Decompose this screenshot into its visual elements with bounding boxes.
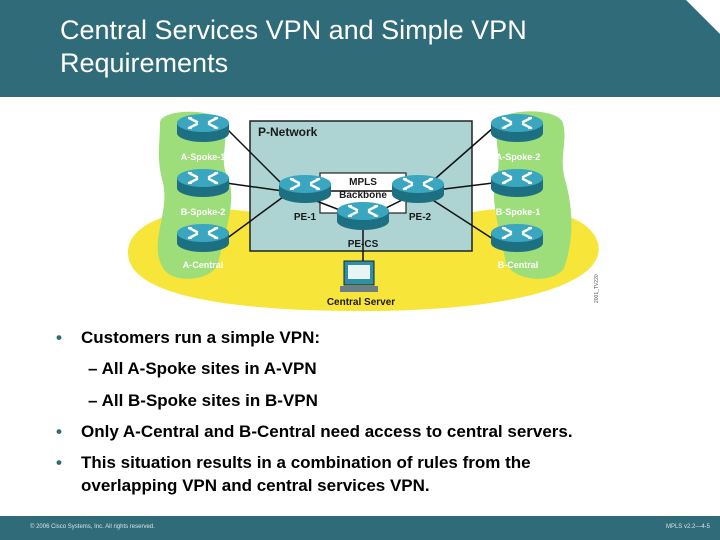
bullet-item: • Customers run a simple VPN:	[56, 326, 321, 349]
bullet-text: Customers run a simple VPN:	[81, 328, 321, 347]
copyright-text: © 2006 Cisco Systems, Inc. All rights re…	[30, 524, 155, 530]
label-mpls: MPLS	[349, 177, 377, 188]
title-corner-fold	[686, 0, 720, 34]
router-a-spoke-1-icon	[175, 112, 231, 144]
central-server-icon	[340, 260, 378, 292]
label-a-central: A-Central	[183, 260, 224, 270]
sub-bullet-item: – All B-Spoke sites in B-VPN	[88, 389, 318, 412]
footer-bar: © 2006 Cisco Systems, Inc. All rights re…	[0, 516, 720, 540]
slide-title-line-1: Central Services VPN and Simple VPN	[60, 15, 527, 45]
label-b-spoke-1: B-Spoke-1	[496, 207, 541, 217]
dash-icon: –	[88, 359, 98, 378]
label-b-central: B-Central	[498, 260, 539, 270]
router-a-spoke-2-icon	[489, 112, 545, 144]
label-pe2: PE-2	[409, 212, 432, 223]
network-diagram: P-Network MPLS Backbone PE-1 PE-2 PE-CS …	[128, 111, 600, 311]
label-pecs: PE-CS	[348, 239, 379, 250]
router-pe2-icon	[390, 173, 446, 205]
bullet-item: • This situation results in a combinatio…	[56, 451, 531, 474]
bullet-text-continued: overlapping VPN and central services VPN…	[81, 476, 430, 495]
slide-title-line-2: Requirements	[60, 48, 229, 78]
bullet-item: • Only A-Central and B-Central need acce…	[56, 420, 573, 443]
router-a-central-icon	[175, 222, 231, 254]
slide-id: MPLS v2.2—4-5	[665, 524, 710, 530]
title-bar	[0, 0, 720, 97]
label-a-spoke-1: A-Spoke-1	[181, 152, 226, 162]
sub-bullet-text: All A-Spoke sites in A-VPN	[101, 359, 317, 378]
router-pecs-icon	[335, 200, 391, 232]
router-b-central-icon	[489, 222, 545, 254]
label-central-server: Central Server	[327, 297, 395, 308]
label-pe1: PE-1	[294, 212, 317, 223]
slide-title: Central Services VPN and Simple VPN Requ…	[60, 14, 660, 80]
bullet-dot: •	[56, 422, 62, 441]
router-pe1-icon	[277, 173, 333, 205]
dash-icon: –	[88, 391, 98, 410]
bullet-dot: •	[56, 328, 62, 347]
router-b-spoke-2-icon	[175, 167, 231, 199]
bullet-text: This situation results in a combination …	[81, 453, 531, 472]
figure-id: 2001_TV220	[594, 274, 600, 303]
label-p-network: P-Network	[258, 125, 318, 139]
sub-bullet-item: – All A-Spoke sites in A-VPN	[88, 357, 317, 380]
router-b-spoke-1-icon	[489, 167, 545, 199]
label-a-spoke-2: A-Spoke-2	[496, 152, 541, 162]
bullet-text: Only A-Central and B-Central need access…	[81, 422, 573, 441]
sub-bullet-text: All B-Spoke sites in B-VPN	[101, 391, 318, 410]
bullet-dot: •	[56, 453, 62, 472]
label-backbone: Backbone	[339, 190, 387, 201]
label-b-spoke-2: B-Spoke-2	[181, 207, 226, 217]
